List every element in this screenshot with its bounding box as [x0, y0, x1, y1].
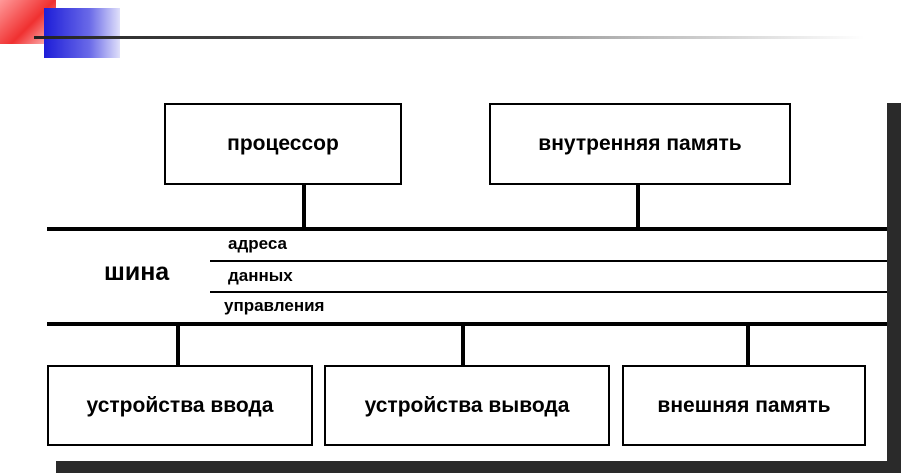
- input-devices-connector: [176, 326, 180, 366]
- output-devices-label: устройства вывода: [364, 393, 570, 417]
- diagram-shadow-right: [887, 103, 901, 473]
- bus-line-data: данных: [228, 266, 293, 285]
- output-devices-connector: [461, 326, 465, 366]
- bus-bottom-line: [47, 322, 887, 326]
- processor-box: процессор: [164, 103, 402, 185]
- internal-memory-label: внутренняя память: [538, 132, 742, 155]
- diagram-shadow-bottom: [56, 461, 901, 473]
- internal-memory-connector: [636, 185, 640, 229]
- bus-label: шина: [104, 258, 170, 286]
- processor-connector: [302, 185, 306, 229]
- processor-label: процессор: [227, 132, 339, 155]
- bus-address-divider: [210, 260, 887, 262]
- output-devices-box: устройства вывода: [324, 365, 610, 446]
- bus-line-control: управления: [224, 296, 325, 315]
- external-memory-box: внешняя память: [622, 365, 866, 446]
- bus-top-line: [47, 227, 887, 231]
- external-memory-label: внешняя память: [657, 393, 831, 417]
- bus-line-address: адреса: [228, 234, 287, 253]
- input-devices-box: устройства ввода: [47, 365, 313, 446]
- external-memory-connector: [746, 326, 750, 366]
- internal-memory-box: внутренняя память: [489, 103, 791, 185]
- slide-corner-blue-square: [44, 8, 120, 58]
- input-devices-label: устройства ввода: [86, 393, 274, 417]
- slide-header-rule: [34, 36, 864, 39]
- bus-data-divider: [210, 291, 887, 293]
